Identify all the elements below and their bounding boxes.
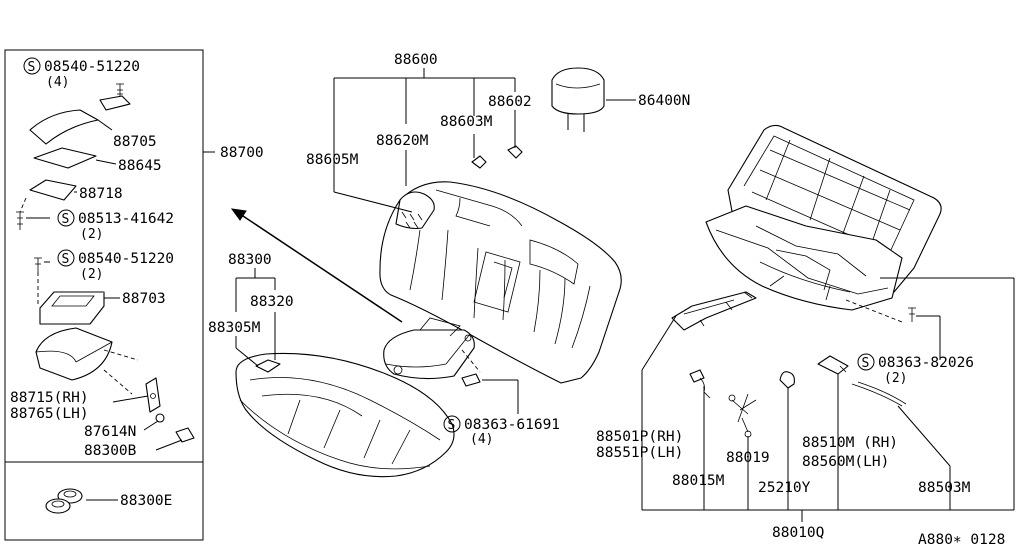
seat-cushion-drawing xyxy=(235,352,455,478)
callout-88510M: 88510M (RH) xyxy=(802,435,898,451)
callout-08513-41642: 08513-41642 xyxy=(78,211,174,227)
screw-drawing xyxy=(34,257,42,272)
callout-88600: 88600 xyxy=(394,52,438,68)
callout-88603M: 88603M xyxy=(440,114,493,130)
armrest-hinge-drawing xyxy=(145,377,161,413)
callout-88320: 88320 xyxy=(250,294,294,310)
svg-text:S: S xyxy=(862,356,870,371)
qty-08363-82026: (2) xyxy=(884,371,907,386)
screw-symbol-icon: S xyxy=(57,209,75,227)
pad-drawing xyxy=(33,147,97,169)
screw-symbol-icon: S xyxy=(23,57,41,75)
frame-screw-drawing xyxy=(908,307,916,322)
qty-08363-61691: (4) xyxy=(470,432,493,447)
qty-08540-51220-a: (4) xyxy=(46,75,69,90)
head-section-drawing xyxy=(395,191,435,230)
seat-back-callouts: 88600 88602 88603M 88620M 88605M xyxy=(306,52,532,213)
trim-drawing xyxy=(29,179,77,201)
seat-back-drawing xyxy=(379,145,622,384)
callout-88715: 88715(RH) xyxy=(10,390,89,406)
callout-88560M: 88560M(LH) xyxy=(802,454,889,470)
callout-88019: 88019 xyxy=(726,450,770,466)
belt-88510M-drawing xyxy=(817,355,849,375)
callout-88300B: 88300B xyxy=(84,443,137,459)
cap-drawing xyxy=(45,488,83,514)
svg-text:S: S xyxy=(62,212,70,227)
hinge-bracket-drawing xyxy=(99,95,131,111)
callout-88602: 88602 xyxy=(488,94,532,110)
lock-bracket-drawing xyxy=(671,291,757,331)
arrow-icon xyxy=(230,208,403,323)
cable-88503M-drawing xyxy=(851,381,907,407)
callout-88551P: 88551P(LH) xyxy=(596,445,683,461)
callout-88300: 88300 xyxy=(228,252,272,268)
screw-drawing xyxy=(116,83,124,98)
callout-88645: 88645 xyxy=(118,158,162,174)
svg-text:S: S xyxy=(28,60,36,75)
callout-88705: 88705 xyxy=(113,134,157,150)
callout-88700: 88700 xyxy=(220,145,264,161)
clip-88602-drawing xyxy=(507,145,523,159)
seat-back-frame-drawing xyxy=(705,124,942,323)
callout-88305M: 88305M xyxy=(208,320,261,336)
callout-88703: 88703 xyxy=(122,291,166,307)
screw-drawing xyxy=(16,211,24,230)
callout-88015M: 88015M xyxy=(672,473,725,489)
callout-87614N: 87614N xyxy=(84,424,136,440)
callout-88010Q: 88010Q xyxy=(772,525,824,541)
callout-08363-61691: 08363-61691 xyxy=(464,417,560,433)
armrest-body-drawing xyxy=(35,327,113,381)
callout-88503M: 88503M xyxy=(918,480,971,496)
right-callouts: 88501P(RH) 88551P(LH) 88019 88510M (RH) … xyxy=(596,277,1015,541)
armrest-lid-drawing xyxy=(29,109,99,145)
armrest-bolt-drawing xyxy=(461,373,481,387)
seat-cushion-callouts: 88300 88320 88305M xyxy=(208,252,294,367)
cushion-hook-drawing xyxy=(255,359,281,373)
inset-frame xyxy=(4,49,204,541)
armrest-inset: 88700 S 08540-51220 (4) 88705 88645 8871… xyxy=(4,49,264,541)
svg-text:S: S xyxy=(448,418,456,433)
pin-drawing xyxy=(175,427,195,443)
callout-08540-51220-a: 08540-51220 xyxy=(44,59,140,75)
clip-88015M-drawing xyxy=(689,369,711,399)
callout-88765: 88765(LH) xyxy=(10,406,89,422)
callout-25210Y: 25210Y xyxy=(758,480,811,496)
diagram-code: A880∗ 0128 xyxy=(918,532,1005,548)
qty-08513-41642: (2) xyxy=(80,227,103,242)
callout-88620M: 88620M xyxy=(376,133,429,149)
screw-symbol-icon: S xyxy=(857,353,875,371)
center-armrest-drawing xyxy=(383,317,481,387)
callout-88501P: 88501P(RH) xyxy=(596,429,683,445)
screw-symbol-icon: S xyxy=(443,415,461,433)
callout-88300E: 88300E xyxy=(120,493,172,509)
callout-88605M: 88605M xyxy=(306,152,359,168)
qty-08540-51220-b: (2) xyxy=(80,267,103,282)
callout-88718: 88718 xyxy=(79,186,123,202)
buckle-25210Y-drawing xyxy=(779,371,795,389)
callout-08363-82026: 08363-82026 xyxy=(878,355,974,371)
callout-08540-51220-b: 08540-51220 xyxy=(78,251,174,267)
callout-86400N: 86400N xyxy=(638,93,690,109)
clip-88603M-drawing xyxy=(471,155,487,169)
screw-symbol-icon: S xyxy=(57,249,75,267)
harness-88019-drawing xyxy=(728,393,757,438)
bushing-drawing xyxy=(155,413,165,423)
svg-text:S: S xyxy=(62,252,70,267)
headrest-drawing xyxy=(551,67,605,132)
